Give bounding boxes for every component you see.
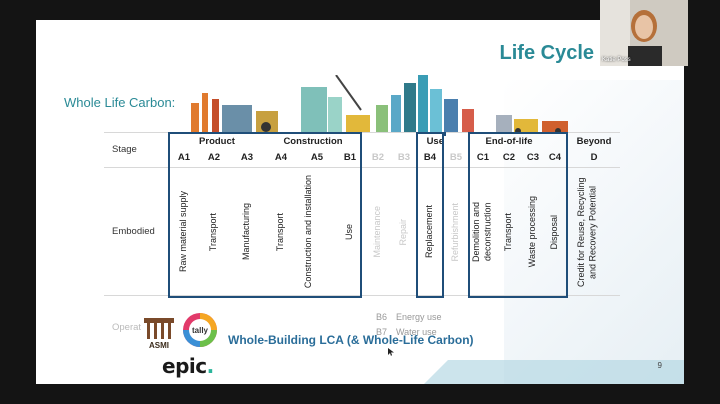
activity-repair: Repair [398, 218, 409, 246]
tally-logo: tally [183, 313, 217, 347]
activity-maintenance: Maintenance [372, 206, 383, 258]
stage-label: Stage [112, 144, 137, 155]
b7-label: Water use [396, 327, 437, 337]
decorative-stripe [424, 360, 684, 384]
code-a4: A4 [274, 151, 288, 163]
code-c2: C2 [502, 151, 516, 163]
footer-title: Whole-Building LCA (& Whole-Life Carbon) [228, 333, 474, 347]
code-c4: C4 [548, 151, 562, 163]
b6-label: Energy use [396, 312, 442, 322]
highlight-replacement [416, 132, 444, 298]
code-b3: B3 [397, 151, 411, 163]
code-c1: C1 [476, 151, 490, 163]
highlight-product-construction [168, 132, 362, 298]
grid-line [104, 167, 620, 168]
life-cycle-table: Stage Embodied Operat Product Constructi… [104, 132, 620, 352]
webcam-name: Katie Poss [602, 57, 631, 63]
group-beyond: Beyond [576, 135, 612, 147]
city-illustration [191, 75, 568, 133]
code-a2: A2 [207, 151, 221, 163]
group-construction: Construction [283, 135, 343, 147]
svg-text:ASMI: ASMI [149, 341, 169, 350]
group-product: Product [199, 135, 235, 147]
code-d: D [590, 151, 598, 163]
svg-text:tally: tally [192, 326, 209, 335]
code-a1: A1 [177, 151, 191, 163]
slide-title: Life Cycle [499, 42, 594, 64]
code-c3: C3 [526, 151, 540, 163]
b6-code: B6 [376, 312, 388, 322]
slide: Life Cycle Whole Life Carbon: [36, 20, 684, 384]
code-b4: B4 [423, 151, 437, 163]
code-b5: B5 [449, 151, 463, 163]
webcam-video[interactable]: Katie Poss [600, 0, 688, 66]
code-a5: A5 [310, 151, 324, 163]
group-end-of-life: End-of-life [485, 135, 533, 147]
group-use: Use [426, 135, 444, 147]
code-a3: A3 [240, 151, 254, 163]
code-b2: B2 [371, 151, 385, 163]
grid-line [104, 295, 620, 296]
highlight-end-of-life [468, 132, 568, 298]
activity-refurbishment: Refurbishment [450, 202, 461, 262]
mouse-cursor-icon [388, 348, 394, 356]
epic-logo: epic. [162, 354, 214, 378]
grid-line [104, 132, 620, 133]
presenter-image [600, 0, 688, 66]
operational-label: Operat [112, 322, 142, 333]
asmi-logo: ASMI [144, 318, 174, 350]
embodied-label: Embodied [112, 226, 155, 237]
slide-subtitle: Whole Life Carbon: [64, 95, 176, 110]
code-b1: B1 [343, 151, 357, 163]
page-number: 9 [657, 361, 662, 370]
b7-code: B7 [376, 327, 388, 337]
activity-credit-reuse: Credit for Reuse, Recycling and Recovery… [576, 177, 598, 287]
